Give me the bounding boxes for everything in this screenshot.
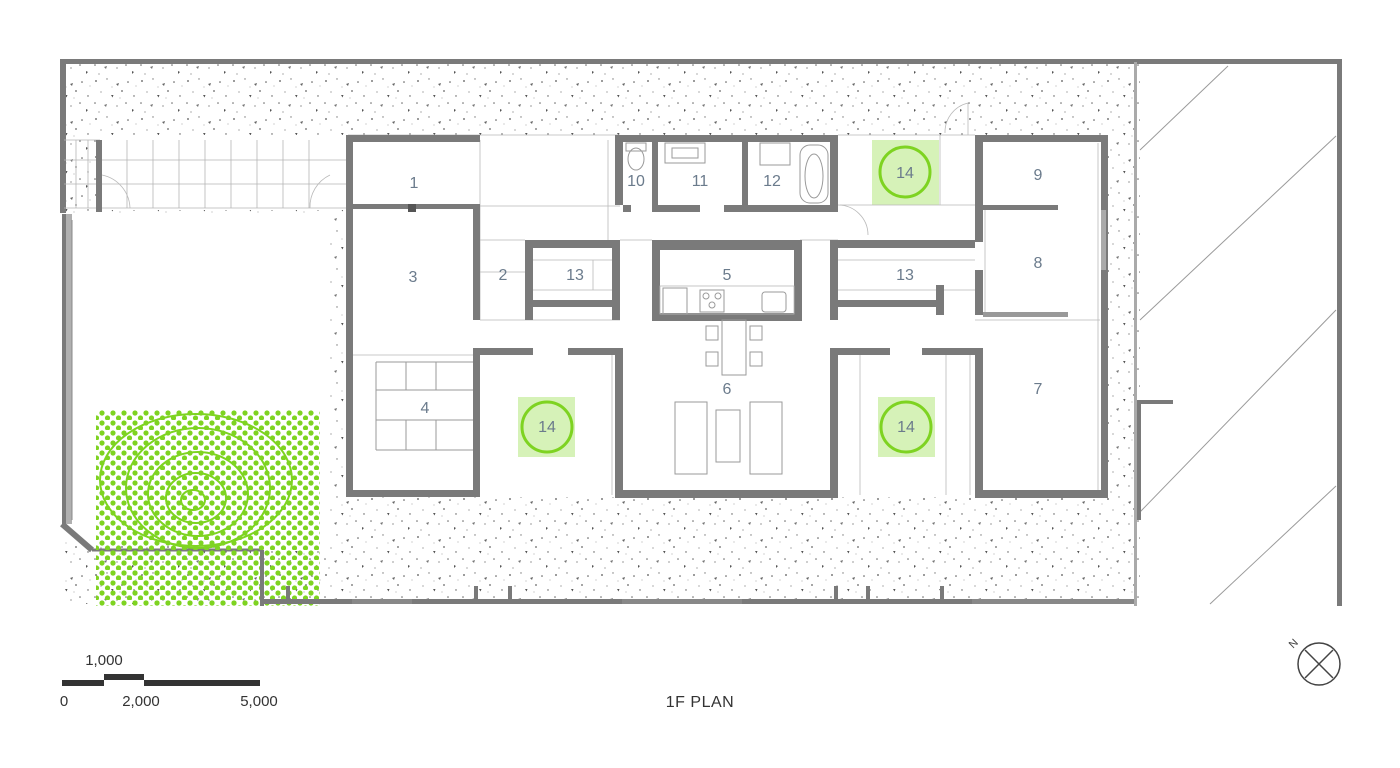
parking-area [1139, 62, 1338, 605]
room-label-11: 11 [692, 173, 709, 190]
building-walls [346, 135, 1108, 498]
scale-bar: 0 1,000 2,000 5,000 [60, 652, 278, 710]
north-label: N [1287, 637, 1301, 651]
room-label-8: 8 [1034, 255, 1043, 272]
room-label-14-west: 14 [538, 419, 556, 436]
room-label-7: 7 [1034, 381, 1043, 398]
room-labels: 1 2 3 4 5 6 7 8 9 10 11 12 13 13 14 14 1… [409, 165, 1043, 436]
room-label-10: 10 [627, 173, 645, 190]
room-label-13-west: 13 [566, 267, 584, 284]
room-label-2: 2 [499, 267, 508, 284]
room-label-13-east: 13 [896, 267, 914, 284]
green-courtyard-garden [96, 410, 320, 606]
courtyard-gardens [518, 140, 939, 457]
fixtures [625, 142, 829, 475]
room-label-12: 12 [763, 173, 781, 190]
north-arrow-icon: N [1287, 637, 1341, 686]
room-label-6: 6 [723, 381, 732, 398]
room-label-5: 5 [723, 267, 732, 284]
scale-mark-1000: 1,000 [85, 652, 123, 669]
room-label-9: 9 [1034, 167, 1043, 184]
room-label-4: 4 [421, 400, 430, 417]
scale-mark-0: 0 [60, 693, 68, 710]
room-label-14-north: 14 [896, 165, 914, 182]
south-fence [262, 586, 1134, 604]
room-label-1: 1 [410, 175, 419, 192]
room-label-14-east: 14 [897, 419, 915, 436]
site-boundary [60, 59, 1342, 606]
plan-title: 1F PLAN [666, 694, 734, 711]
scale-mark-5000: 5,000 [240, 693, 278, 710]
scale-mark-2000: 2,000 [122, 693, 160, 710]
room-label-3: 3 [409, 269, 418, 286]
